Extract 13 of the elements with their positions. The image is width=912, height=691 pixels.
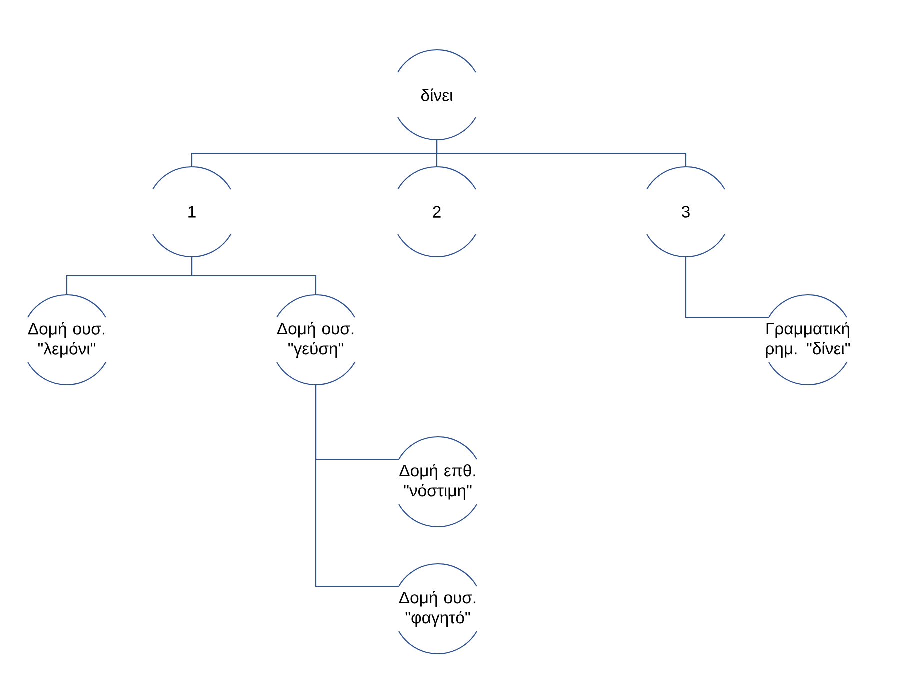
connector bbox=[436, 140, 687, 166]
connector bbox=[191, 258, 317, 294]
arc-node: 2 bbox=[398, 166, 476, 258]
arc-node: 1 bbox=[152, 166, 232, 258]
arc-node: Δομή επθ. "νόστιμη" bbox=[398, 436, 478, 528]
arc-node: Δομή ουσ. "γεύση" bbox=[276, 294, 356, 386]
connector bbox=[685, 258, 770, 318]
arc-node: Δομή ουσ. "λεμόνι" bbox=[28, 294, 106, 386]
arc-node: Δομή ουσ. "φαγητό" bbox=[398, 563, 478, 654]
arc-node: δίνει bbox=[398, 49, 476, 140]
connector bbox=[315, 386, 400, 588]
arc-node: Γραμματική ρημ. "δίνει" bbox=[766, 294, 850, 386]
arc-node: 3 bbox=[646, 166, 726, 258]
